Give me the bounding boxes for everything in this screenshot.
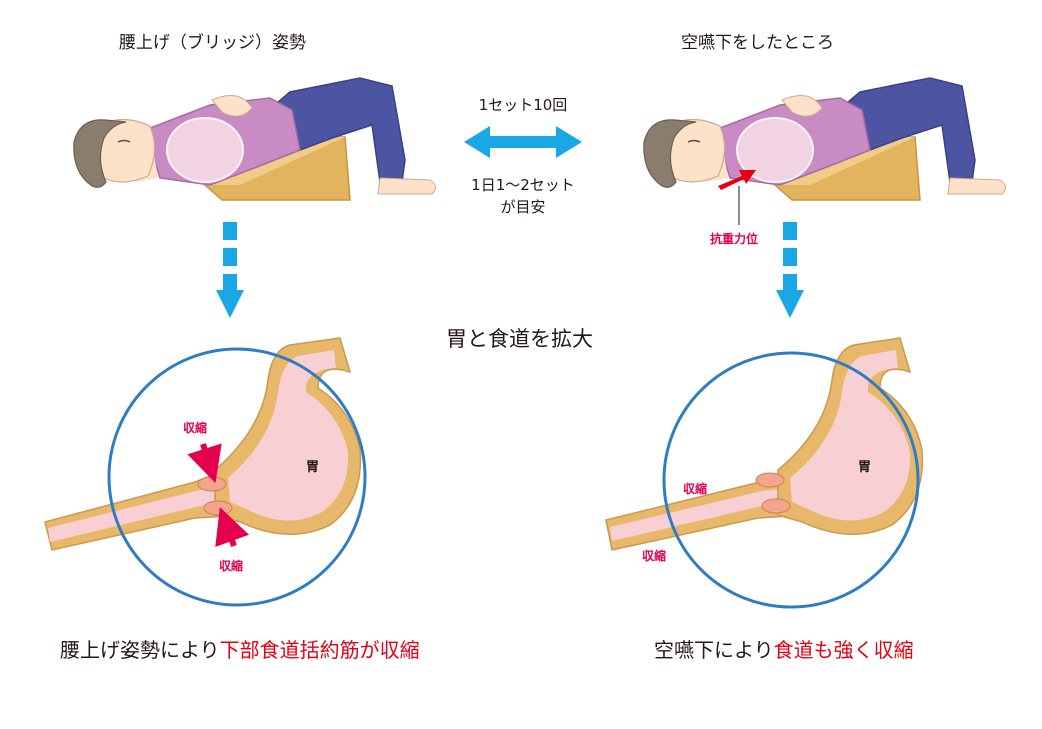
right-torso-window bbox=[736, 117, 814, 183]
right-arm bbox=[781, 95, 823, 117]
daily-target-line2: が目安 bbox=[500, 198, 546, 216]
right-eye bbox=[687, 139, 701, 143]
right-face bbox=[664, 118, 726, 183]
daily-target-line1: 1日1～2セット bbox=[471, 176, 575, 194]
left-face bbox=[94, 118, 156, 183]
left-hair bbox=[73, 119, 127, 188]
left-eye bbox=[117, 139, 131, 143]
right-hair bbox=[643, 119, 697, 188]
dashed-down-arrow-icon bbox=[776, 222, 804, 318]
left-contraction-label-top: 収縮 bbox=[183, 421, 208, 435]
right-magnified-organ bbox=[605, 337, 924, 609]
left-contraction-label-bottom: 収縮 bbox=[219, 559, 244, 573]
left-torso-window bbox=[166, 117, 244, 183]
left-contraction-arrow-top bbox=[187, 443, 222, 484]
dashed-down-arrow-icon bbox=[216, 222, 244, 318]
right-title: 空嚥下をしたところ bbox=[681, 33, 834, 53]
left-title: 腰上げ（ブリッジ）姿勢 bbox=[119, 33, 306, 53]
left-stomach-body bbox=[228, 350, 349, 521]
magnify-label: 胃と食道を拡大 bbox=[446, 327, 593, 351]
left-caption-prefix: 腰上げ姿勢により bbox=[60, 638, 220, 662]
right-caption: 空嚥下により食道も強く収縮 bbox=[654, 634, 914, 663]
bidirectional-arrow-icon bbox=[464, 126, 582, 158]
right-magnifier-circle bbox=[662, 351, 920, 609]
left-stomach-label: 胃 bbox=[306, 460, 320, 475]
right-esophagus-contraction-top bbox=[755, 472, 785, 488]
right-caption-prefix: 空嚥下により bbox=[654, 638, 774, 662]
left-caption-highlight: 下部食道括約筋が収縮 bbox=[219, 638, 420, 662]
right-person-figure bbox=[643, 77, 1006, 225]
left-sphincter-top bbox=[197, 476, 227, 492]
right-caption-highlight: 食道も強く収縮 bbox=[773, 638, 914, 662]
right-contraction-label-bottom: 収縮 bbox=[642, 549, 667, 563]
right-stomach-body bbox=[790, 350, 911, 521]
left-foot bbox=[377, 177, 436, 195]
right-stomach-label: 胃 bbox=[858, 460, 872, 475]
left-contraction-arrow-bottom bbox=[215, 507, 250, 548]
left-caption: 腰上げ姿勢により下部食道括約筋が収縮 bbox=[60, 634, 420, 663]
set-count-label: 1セット10回 bbox=[478, 96, 568, 114]
right-esophagus-contraction-bottom bbox=[761, 498, 791, 514]
left-magnifier-circle bbox=[107, 347, 367, 607]
left-sphincter-bottom bbox=[203, 500, 233, 516]
antigravity-label: 抗重力位 bbox=[710, 232, 759, 246]
left-person-figure bbox=[73, 77, 436, 201]
right-contraction-label-top: 収縮 bbox=[683, 482, 708, 496]
left-arm bbox=[211, 95, 253, 117]
red-push-arrow-icon bbox=[718, 170, 756, 190]
left-esophagus-inner bbox=[48, 488, 230, 542]
right-esophagus-inner bbox=[610, 488, 792, 541]
left-magnified-organ bbox=[44, 337, 367, 607]
right-foot bbox=[947, 177, 1006, 195]
